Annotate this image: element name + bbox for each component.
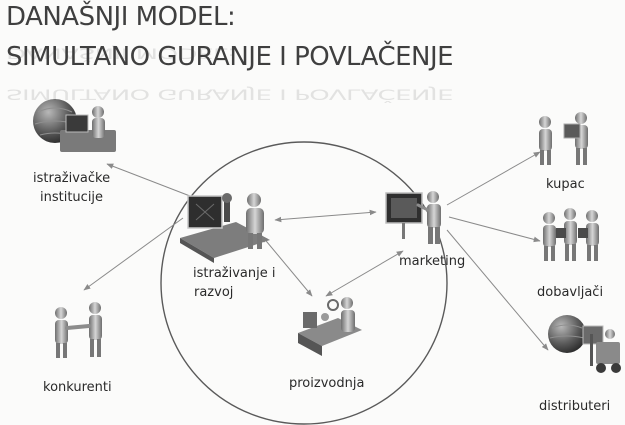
production-line-icon	[298, 297, 362, 356]
node-label-rnd-1: istraživanje i	[193, 266, 276, 281]
scientist-microscope-icon	[180, 193, 270, 263]
arrow-marketing-production	[325, 250, 404, 297]
node-label-production: proizvodnja	[289, 376, 365, 391]
arrow-marketing-distributors	[446, 229, 549, 351]
arrow-rnd-to-institutions	[106, 163, 191, 197]
arrow-rnd-marketing	[274, 209, 377, 223]
globe-researcher-icon	[33, 99, 116, 152]
page-title-line-2: SIMULTANO GURANJE I POVLAČENJE	[6, 42, 454, 72]
node-label-customer: kupac	[546, 177, 585, 192]
arrow-rnd-to-competitors	[83, 217, 184, 291]
globe-forklift-icon	[548, 315, 621, 373]
page-title-line-2-reflection: SIMULTANO GURANJE I POVLAČENJE	[6, 85, 454, 103]
node-label-distributors: distributeri	[539, 399, 611, 414]
node-label-suppliers: dobavljači	[537, 285, 604, 300]
node-label-marketing: marketing	[399, 254, 466, 269]
node-label-research-institutions-2: institucije	[40, 190, 104, 205]
node-label-competitors: konkurenti	[43, 380, 112, 395]
node-label-research-institutions-1: istraživačke	[33, 171, 111, 186]
presenter-board-icon	[385, 191, 441, 244]
arrow-marketing-customer	[446, 151, 541, 206]
central-circle	[160, 141, 448, 425]
arrow-marketing-suppliers	[448, 216, 541, 243]
group-of-people-icon	[543, 208, 599, 261]
person-with-box-icon	[539, 112, 588, 165]
page-title-line-1: DANAŠNJI MODEL:	[6, 2, 236, 32]
arrow-rnd-production	[261, 235, 313, 297]
connector-arrows	[83, 151, 549, 351]
handshake-icon	[55, 302, 102, 358]
node-label-rnd-2: razvoj	[194, 285, 234, 300]
